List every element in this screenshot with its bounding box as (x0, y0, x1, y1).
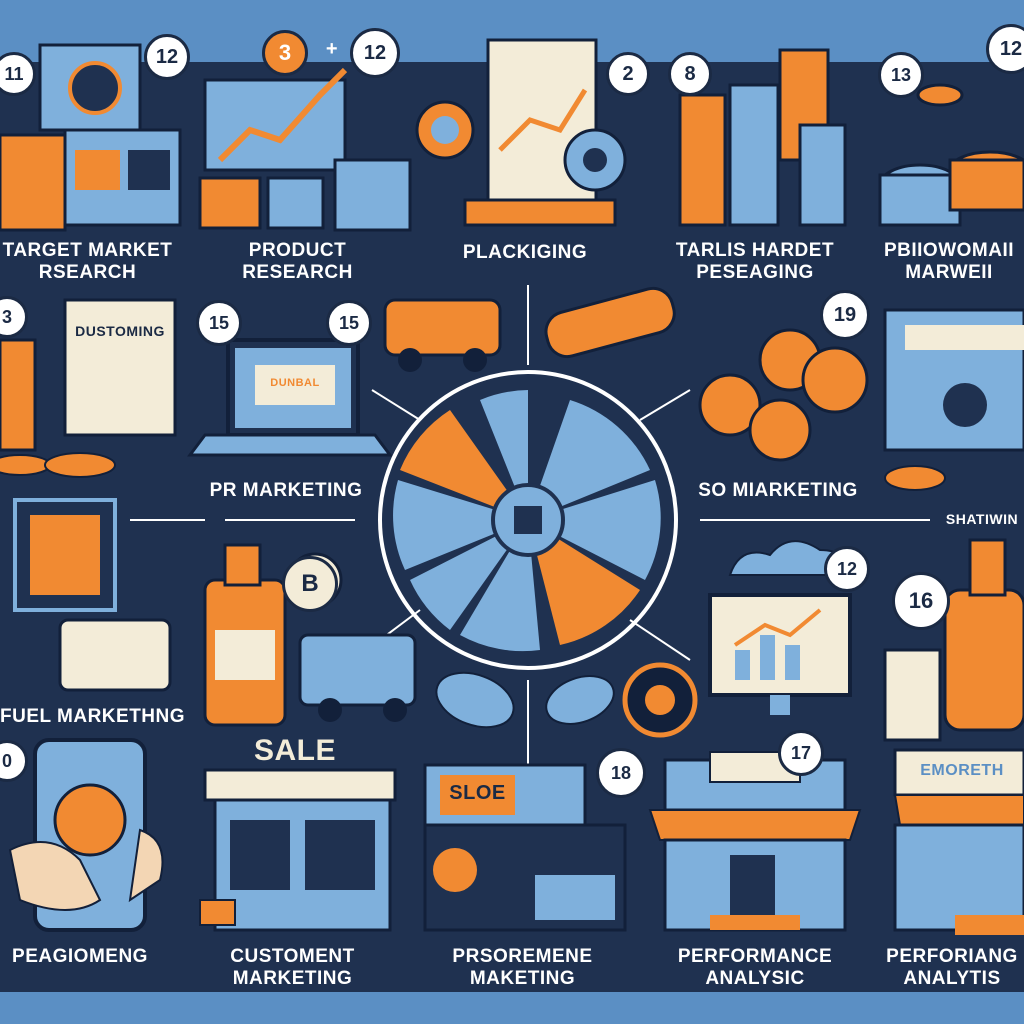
label-line: PERFORMANCE (677, 946, 833, 967)
sale-shop-sign: SALE (253, 734, 336, 767)
label-line: RSEARCH (38, 262, 137, 283)
badge-number: 13 (878, 52, 924, 98)
label-line: PRSOREMENE (452, 946, 593, 967)
product-research-chart-icon (198, 67, 412, 232)
label-pr-marketing: PR MARKETING (209, 480, 363, 501)
badge-number: 17 (778, 730, 824, 776)
label-line: MAKETING (469, 968, 576, 989)
badge-number: 2 (606, 52, 650, 96)
right-shop-icon (893, 748, 1024, 935)
label-prsoremene-maketing: PRSOREMENE MAKETING (430, 946, 615, 990)
badge-number: 16 (892, 572, 950, 630)
slide-shop-icon (423, 763, 627, 932)
target-market-boxes-icon (0, 43, 182, 232)
laptop-banner-sign: DUNBAL (270, 377, 320, 389)
badge-number: 15 (196, 300, 242, 346)
label-fuel-marketing: FUEL MARKETHNG (0, 706, 186, 727)
display-monitor-icon (883, 308, 1024, 491)
badge-number: 12 (986, 24, 1024, 74)
bottom-band (0, 992, 1024, 1024)
customizing-card-sign: DUSTOMING (75, 323, 165, 339)
label-line: PESEAGING (696, 262, 814, 283)
analytics-monitor-icon (708, 540, 852, 715)
label-packaging: PLACKIGING (462, 242, 588, 263)
car-icon (383, 286, 676, 372)
leaves-lens-icon (435, 662, 698, 738)
label-line: RESEARCH (242, 262, 353, 283)
label-target-market-research: TARGET MARKET RSEARCH (0, 240, 175, 284)
badge-number: 3 (262, 30, 308, 76)
emorethe-shop-sign: EMORETH (920, 762, 1004, 779)
badge-number: 12 (350, 28, 400, 78)
badge-number: 12 (824, 546, 870, 592)
label-line: TARGET MARKET (2, 240, 173, 261)
center-wheel-icon (378, 370, 678, 670)
laptop-icon (187, 338, 393, 457)
badge-number: 11 (0, 52, 36, 96)
awning-shop-icon (648, 751, 862, 932)
delivery-truck-icon (298, 633, 417, 722)
coin-b-icon: B (282, 556, 338, 612)
large-bottle-icon (883, 538, 1024, 742)
label-line: MARKETING (232, 968, 353, 989)
coins-icon (698, 328, 869, 462)
label-line: MARWEII (905, 262, 993, 283)
badge-number: 18 (596, 748, 646, 798)
label-performance-analytis: PERFORIANG ANALYTIS (880, 946, 1024, 990)
label-customent-marketing: CUSTOMENT MARKETING (205, 946, 380, 990)
label-line: PERFORIANG (886, 946, 1018, 967)
customizing-card-icon (0, 298, 177, 478)
label-so-marketing: SO MIARKETING (698, 480, 858, 501)
label-prioromane: PBIIOWOMAII MARWEII (874, 240, 1024, 284)
label-tarlis-hardet: TARLIS HARDET PESEAGING (660, 240, 850, 284)
sale-shop-icon (199, 768, 397, 932)
label-line: CUSTOMENT (230, 946, 355, 967)
badge-number: 19 (820, 290, 870, 340)
label-line: PBIIOWOMAII (883, 240, 1015, 261)
cans-stack-icon (878, 83, 1024, 227)
label-line: PRODUCT (248, 240, 347, 261)
badge-plus: + (325, 38, 339, 60)
label-performance-analysic: PERFORMANCE ANALYSIC (660, 946, 850, 990)
badge-number: 15 (326, 300, 372, 346)
packaging-board-icon (415, 38, 627, 227)
phone-hand-icon (8, 738, 164, 932)
badge-number: 0 (0, 740, 28, 782)
label-line: ANALYTIS (903, 968, 1001, 989)
badge-number: 8 (668, 52, 712, 96)
label-line: TARLIS HARDET (675, 240, 835, 261)
slide-shop-sign: SLOE (449, 782, 506, 804)
label-product-research: PRODUCT RESEARCH (210, 240, 385, 284)
label-line: ANALYSIC (705, 968, 805, 989)
badge-number: 12 (144, 34, 190, 80)
tablet-icon (13, 498, 172, 692)
product-jars-icon (678, 48, 847, 227)
label-peagioming: PEAGIOMENG (12, 946, 148, 967)
label-shatiwin: SHATIWIN (945, 511, 1019, 527)
